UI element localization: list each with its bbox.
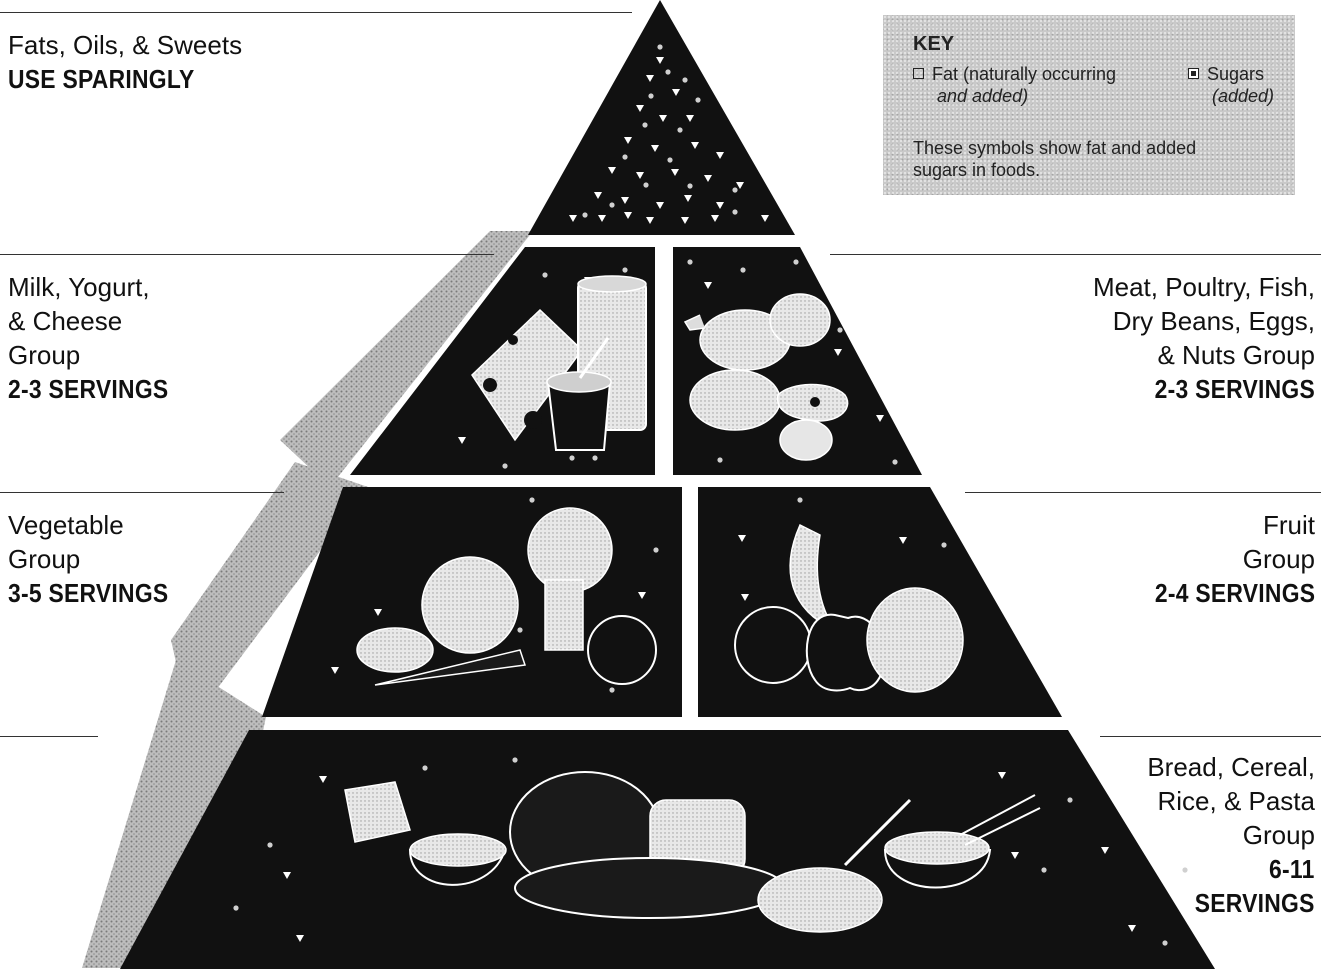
fat-symbol-icon	[732, 187, 737, 192]
fat-symbol-icon	[682, 77, 687, 82]
baguette-icon	[515, 858, 785, 918]
fat-symbol-icon	[732, 209, 737, 214]
fat-symbol-icon	[233, 905, 238, 910]
fat-symbol-icon	[665, 69, 670, 74]
label-bread: Bread, Cereal, Rice, & Pasta Group 6-11 …	[1147, 750, 1315, 920]
fat-symbol-icon	[892, 459, 897, 464]
bread-servings: 6-11 SERVINGS	[1167, 852, 1315, 920]
fat-symbol-icon	[422, 765, 427, 770]
key-item-fat: Fat (naturally occurring and added)	[913, 63, 1116, 107]
key-item-sugar: Sugars (added)	[1188, 63, 1274, 107]
fat-symbol-icon	[1067, 797, 1072, 802]
fat-symbol-icon	[657, 44, 662, 49]
fat-symbol-icon	[267, 842, 272, 847]
fat-symbol-icon	[717, 457, 722, 462]
fruit-name: Fruit Group	[1133, 508, 1315, 576]
fat-symbol-icon	[642, 122, 647, 127]
milk-servings: 2-3 SERVINGS	[8, 372, 168, 406]
fat-symbol-icon	[740, 267, 745, 272]
fat-symbol-icon	[837, 327, 842, 332]
fats-servings: USE SPARINGLY	[8, 62, 214, 96]
key-note: These symbols show fat and added sugars …	[913, 137, 1213, 181]
key-title: KEY	[913, 33, 954, 56]
label-fruit: Fruit Group 2-4 SERVINGS	[1133, 508, 1315, 610]
rule-vegetable	[0, 492, 284, 493]
fat-symbol-icon	[502, 463, 507, 468]
vegetable-servings: 3-5 SERVINGS	[8, 576, 168, 610]
milk-name: Milk, Yogurt, & Cheese Group	[8, 270, 190, 372]
fat-symbol-icon	[667, 157, 672, 162]
meat-servings: 2-3 SERVINGS	[1120, 372, 1315, 406]
rule-meat	[830, 254, 1321, 255]
fat-symbol-icon	[687, 183, 692, 188]
egg-icon	[780, 420, 832, 460]
fat-symbol-icon	[797, 497, 802, 502]
fat-symbol-icon	[1162, 940, 1167, 945]
label-vegetable: Vegetable Group 3-5 SERVINGS	[8, 508, 190, 610]
fat-symbol-icon	[542, 272, 547, 277]
key-fat-sub: and added)	[913, 85, 1116, 107]
rule-fruit	[965, 492, 1321, 493]
fat-symbol-icon	[512, 757, 517, 762]
fat-symbol-icon	[517, 627, 522, 632]
label-milk: Milk, Yogurt, & Cheese Group 2-3 SERVING…	[8, 270, 190, 406]
fat-symbol-icon	[1041, 867, 1046, 872]
rule-milk	[0, 254, 494, 255]
key-fat-label: Fat (naturally occurring	[932, 64, 1116, 84]
potato-icon	[357, 628, 433, 672]
orange-icon	[735, 607, 811, 683]
sugar-symbol-icon	[1188, 68, 1199, 79]
rule-bread-left	[0, 736, 98, 737]
fat-symbol-icon	[609, 202, 614, 207]
fat-symbol-icon	[609, 687, 614, 692]
nuts-icon	[690, 370, 780, 430]
fat-symbol-icon	[569, 455, 574, 460]
fat-symbol-icon	[677, 127, 682, 132]
fat-symbol-icon	[653, 547, 658, 552]
fat-symbol-icon	[687, 259, 692, 264]
fruit-servings: 2-4 SERVINGS	[1155, 576, 1315, 610]
fat-symbol-icon	[582, 212, 587, 217]
tomato-icon	[588, 616, 656, 684]
fat-symbol-icon	[695, 97, 700, 102]
key-box: KEY Fat (naturally occurring and added) …	[883, 15, 1295, 195]
label-fats: Fats, Oils, & Sweets USE SPARINGLY	[8, 28, 242, 96]
key-sugar-label: Sugars	[1207, 64, 1264, 84]
rule-fats	[0, 12, 632, 13]
fat-symbol-icon	[529, 497, 534, 502]
fat-symbol-icon	[941, 542, 946, 547]
fat-symbol-icon	[648, 93, 653, 98]
label-meat: Meat, Poultry, Fish, Dry Beans, Eggs, & …	[1093, 270, 1315, 406]
fat-symbol-icon	[622, 267, 627, 272]
bread-name: Bread, Cereal, Rice, & Pasta Group	[1147, 750, 1315, 852]
grapes-icon	[867, 588, 963, 692]
fat-symbol-icon	[793, 259, 798, 264]
cabbage-icon	[422, 557, 518, 653]
fat-symbol-icon	[643, 182, 648, 187]
vegetable-name: Vegetable Group	[8, 508, 190, 576]
fats-name: Fats, Oils, & Sweets	[8, 28, 242, 62]
fat-symbol-icon	[913, 68, 924, 79]
rule-bread-right	[1100, 736, 1321, 737]
fat-symbol-icon	[592, 455, 597, 460]
key-sugar-sub: (added)	[1188, 85, 1274, 107]
meat-name: Meat, Poultry, Fish, Dry Beans, Eggs, & …	[1093, 270, 1315, 372]
fat-symbol-icon	[622, 154, 627, 159]
